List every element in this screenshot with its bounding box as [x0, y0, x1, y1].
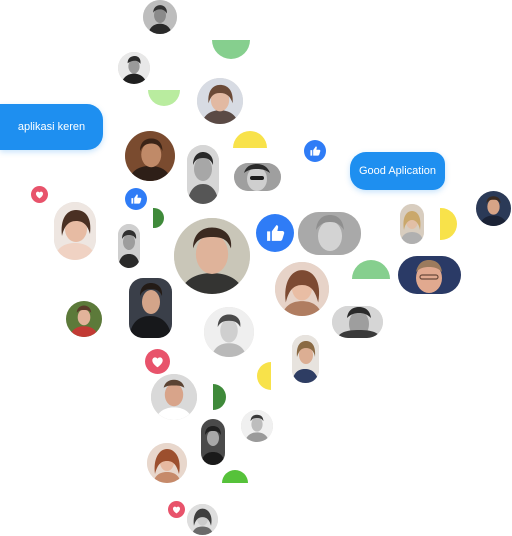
avatar: [298, 212, 361, 255]
avatar: [66, 301, 102, 337]
thumbs-up-icon: [125, 188, 147, 210]
chat-bubble-aplikasi-keren: aplikasi keren: [0, 104, 103, 150]
avatar: [201, 419, 225, 465]
green-half-circle: [352, 260, 390, 279]
green-half-circle: [213, 384, 226, 410]
chat-bubble-good-aplication: Good Aplication: [350, 152, 445, 190]
green-half-circle: [212, 40, 250, 59]
thumbs-up-icon: [304, 140, 326, 162]
avatar: [398, 256, 461, 294]
avatar: [187, 504, 218, 535]
heart-icon: [168, 501, 185, 518]
avatar: [234, 163, 281, 191]
heart-icon: [31, 186, 48, 203]
avatar: [129, 278, 172, 338]
thumbs-up-icon: [256, 214, 294, 252]
green-half-circle: [222, 470, 248, 483]
heart-icon: [145, 349, 170, 374]
green-half-circle: [148, 90, 180, 106]
avatar: [400, 204, 424, 244]
avatar: [125, 131, 175, 181]
avatar: [292, 335, 319, 383]
avatar: [118, 52, 150, 84]
avatar: [197, 78, 243, 124]
avatar: [204, 307, 254, 357]
avatar: [241, 410, 273, 442]
avatar: [476, 191, 511, 226]
green-half-circle: [153, 208, 164, 228]
avatar: [118, 224, 140, 268]
avatar: [147, 443, 187, 483]
avatar: [332, 306, 383, 338]
avatar: [151, 374, 197, 420]
avatar: [275, 262, 329, 316]
yellow-half-circle: [233, 131, 267, 148]
avatar: [54, 202, 96, 260]
yellow-half-circle: [257, 362, 271, 390]
chat-bubble-text: aplikasi keren: [17, 121, 86, 133]
avatar: [187, 145, 219, 204]
yellow-half-circle: [440, 208, 457, 240]
avatar: [143, 0, 177, 34]
avatar: [174, 218, 250, 294]
chat-bubble-text: Good Aplication: [358, 165, 437, 177]
